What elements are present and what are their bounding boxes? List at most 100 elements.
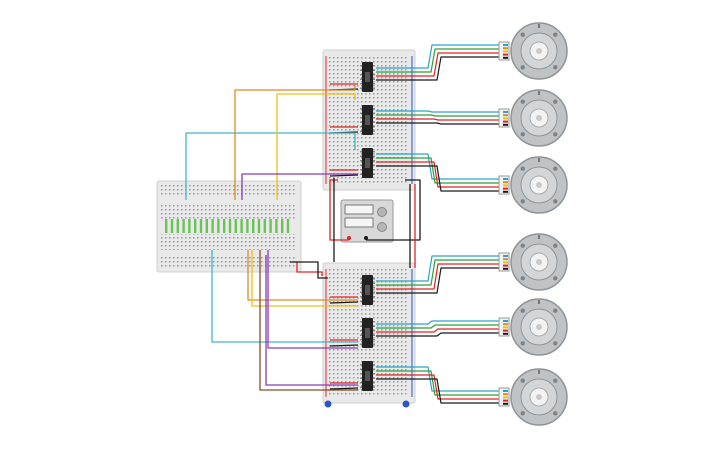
- led-6: [194, 219, 197, 233]
- motor-harness-2-wire-1: [376, 110, 500, 113]
- mount-screw-icon: [553, 32, 558, 37]
- stepper-motor-3: [498, 156, 568, 214]
- stepper-motors: [498, 22, 568, 426]
- led-20: [275, 219, 278, 233]
- driver-5: [360, 318, 375, 348]
- mount-screw-icon: [520, 243, 525, 248]
- mount-screw-icon: [520, 308, 525, 313]
- motor-harness-1-wire-1: [376, 44, 500, 69]
- mount-screw-icon: [553, 308, 558, 313]
- led-9: [211, 219, 214, 233]
- motor-harness-6-wire-2: [376, 370, 500, 396]
- stepper-motor-5: [498, 298, 568, 356]
- driver-6-gnd: [329, 387, 359, 390]
- control-wire-yellow-top: [276, 93, 356, 200]
- mount-screw-icon: [553, 341, 558, 346]
- driver-2: [360, 105, 375, 135]
- motor-harness-1-wire-4: [376, 56, 500, 81]
- mount-screw-icon: [553, 411, 558, 416]
- led-4: [182, 219, 185, 233]
- motor-harness-5-wire-3: [376, 328, 500, 333]
- mount-screw-icon: [520, 166, 525, 171]
- motor-harness-4-wire-2: [376, 259, 500, 286]
- stepper-motor-6: [498, 368, 568, 426]
- stepper-motor-4: [498, 233, 568, 291]
- mount-screw-icon: [553, 243, 558, 248]
- led-17: [257, 219, 261, 233]
- motor-harness-4-wire-3: [376, 263, 500, 290]
- meter-knob-2-icon: [377, 222, 387, 232]
- control-wire-brown-bottom: [259, 250, 358, 391]
- mount-screw-icon: [553, 132, 558, 137]
- control-wire-cyan-top: [185, 132, 356, 200]
- mount-screw-icon: [553, 166, 558, 171]
- motor-harness-2-wire-3: [376, 118, 500, 121]
- stepper-motor-1: [498, 22, 568, 80]
- led-5: [188, 219, 191, 233]
- driver-3: [360, 148, 375, 178]
- power-supply-meter: [340, 199, 394, 243]
- stepper-motor-2: [498, 89, 568, 147]
- main-breadboard: [156, 180, 302, 273]
- control-wire-orange-bottom: [247, 250, 358, 301]
- control-wire-orange-top: [234, 85, 356, 200]
- mount-screw-icon: [553, 199, 558, 204]
- driver-1: [360, 62, 375, 92]
- driver-3-gnd: [329, 174, 359, 177]
- driver-chips: [360, 62, 375, 391]
- wires: [185, 44, 500, 404]
- control-wire-purple-bottom: [267, 250, 358, 349]
- motor-harness-2-wire-2: [376, 114, 500, 117]
- motor-harness-1-wire-3: [376, 52, 500, 77]
- motor-harness-1-wire-2: [376, 48, 500, 73]
- mount-screw-icon: [520, 132, 525, 137]
- meter-knob-1-icon: [377, 207, 387, 217]
- control-wire-purple-lower: [265, 255, 358, 386]
- led-11: [223, 219, 226, 233]
- mount-screw-icon: [520, 276, 525, 281]
- motor-harness-5-wire-1: [376, 320, 500, 325]
- control-wire-purple-top: [241, 173, 358, 200]
- rail-link-black: [290, 261, 328, 279]
- mount-screw-icon: [553, 378, 558, 383]
- meter-display-top: [344, 204, 374, 215]
- led-21: [281, 219, 284, 233]
- motor-harness-3-wire-3: [376, 161, 500, 188]
- led-12: [228, 219, 232, 233]
- mount-screw-icon: [520, 65, 525, 70]
- mount-screw-icon: [520, 341, 525, 346]
- mount-screw-icon: [520, 378, 525, 383]
- meter-display-bottom: [344, 217, 374, 228]
- led-18: [263, 219, 266, 233]
- motor-harness-6-wire-4: [376, 378, 500, 404]
- meter-terminal-red: [347, 236, 351, 240]
- motor-harness-3-wire-4: [376, 165, 500, 192]
- led-3: [176, 219, 179, 233]
- driver-4: [360, 275, 375, 305]
- driver-5-gnd: [329, 344, 359, 347]
- mount-screw-icon: [520, 411, 525, 416]
- control-wire-yellow-bottom: [251, 250, 358, 307]
- mount-screw-icon: [520, 99, 525, 104]
- led-bar-array: [165, 219, 290, 233]
- led-14: [240, 219, 243, 233]
- led-22: [286, 219, 290, 233]
- driver-6: [360, 361, 375, 391]
- mount-screw-icon: [553, 276, 558, 281]
- led-7: [199, 219, 203, 233]
- ground-marker-left: [324, 400, 332, 408]
- mount-screw-icon: [553, 99, 558, 104]
- ground-marker-right: [402, 400, 410, 408]
- motor-harness-2-wire-4: [376, 122, 500, 125]
- led-1: [165, 219, 168, 233]
- motor-harness-5-wire-2: [376, 324, 500, 329]
- motor-harness-4-wire-4: [376, 267, 500, 294]
- power-wire-black: [366, 179, 421, 241]
- motor-harness-5-wire-4: [376, 332, 500, 337]
- rail-link-red: [296, 262, 323, 276]
- led-8: [205, 219, 208, 233]
- led-10: [217, 219, 220, 233]
- motor-harness-4-wire-1: [376, 255, 500, 282]
- motor-harness-3-wire-2: [376, 157, 500, 184]
